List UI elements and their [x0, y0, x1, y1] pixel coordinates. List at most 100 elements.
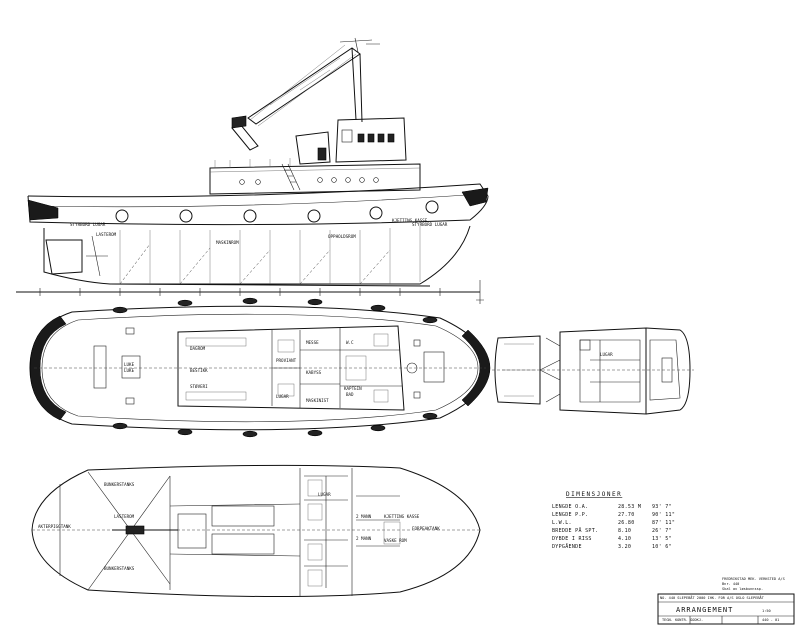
- porthole: [317, 177, 323, 183]
- tyre: [370, 304, 386, 312]
- frame-diagonals: [119, 243, 391, 285]
- hold-plan-view: AKTERPIGGTANK BUNKERSTANKS LASTEROM BUNK…: [31, 464, 481, 598]
- dimensions-title: DIMENSJONER: [566, 491, 622, 498]
- title-block-signatures: TEGN. KONTR. GODKJ.: [662, 618, 703, 622]
- bulkheads: [169, 468, 353, 596]
- title-block-drawn-line: NO. 440 SLEPEBÅT 2000 IHK. FOR A/S OSLO …: [660, 595, 765, 600]
- dimensions-table: DIMENSJONER LENGDE O.A. 28.53 M 93' 7" L…: [552, 491, 675, 550]
- window: [357, 133, 365, 143]
- cabin-partitions: [304, 475, 400, 588]
- bridge-plan-view: LUGAR: [492, 327, 694, 415]
- hold-cabins: [304, 475, 401, 588]
- label-akterpiggtank: AKTERPIGGTANK: [38, 524, 71, 529]
- bunk: [185, 391, 247, 401]
- tyre: [115, 209, 129, 223]
- hull-side: [27, 195, 489, 226]
- bow-fender-plan: [461, 329, 491, 407]
- bitt: [413, 391, 421, 399]
- bunk: [307, 479, 323, 497]
- tyre: [242, 297, 258, 305]
- label-maskinrom: MASKINROM: [216, 240, 239, 245]
- dimension-row: LENGDE O.A. 28.53 M 93' 7": [552, 504, 672, 510]
- frame-ticks: [39, 288, 441, 296]
- bridge-front: [645, 327, 691, 415]
- tyre: [422, 412, 438, 420]
- mast-post: [351, 47, 363, 123]
- wc-unit: [373, 333, 389, 347]
- bridge-inner-front: [649, 339, 681, 401]
- mast-top: [339, 37, 380, 53]
- label-styrbord-aft: STYRBORD LUGAR: [70, 222, 106, 227]
- deckhouse-portholes: [239, 177, 379, 185]
- derrick-boom: [231, 123, 259, 151]
- dimension-label: LENGDE O.A.: [552, 504, 588, 510]
- title-block: NO. 440 SLEPEBÅT 2000 IHK. FOR A/S OSLO …: [657, 593, 795, 625]
- deckhouse-plan: [177, 325, 405, 411]
- flag: [231, 115, 247, 129]
- dimension-label: BREDDE PÅ SPT.: [552, 527, 598, 534]
- dimension-imperial: 90' 11": [652, 512, 675, 518]
- bridge-outline: [559, 327, 647, 415]
- bulwark: [29, 193, 483, 208]
- bridge-wings: [539, 337, 561, 403]
- dimension-metric: 4.10: [618, 536, 631, 542]
- label-styrbord: STYRBORD LUGAR: [412, 222, 448, 227]
- tyre: [370, 424, 386, 432]
- porthole: [359, 177, 365, 183]
- dimension-imperial: 26' 7": [652, 528, 672, 534]
- label-bunkerstanks-lower: BUNKERSTANKS: [104, 566, 135, 571]
- label-lugar-plan: LUGAR: [318, 492, 331, 497]
- funnel-plan: [494, 335, 541, 405]
- label-proviant: PROVIANT: [276, 358, 297, 363]
- funnel: [295, 131, 331, 165]
- bridge-console: [579, 339, 591, 351]
- hull-sheer: [27, 183, 489, 198]
- profile-view: LASTEROM MASKINROM OPPHOLDSROM STYRBORD …: [16, 37, 489, 304]
- wheelhouse-windows: [341, 129, 395, 143]
- dimension-label: LENGDE P.P.: [552, 512, 588, 518]
- label-forpeak: FORPEAKTANK: [412, 526, 440, 531]
- label-bad: BAD: [346, 392, 354, 397]
- label-2mann-b: 2 MANN: [356, 536, 372, 541]
- label-stove: STØVERI: [190, 384, 208, 389]
- porthole: [373, 177, 379, 183]
- dimension-metric: 26.80: [618, 520, 635, 526]
- bunk: [307, 503, 323, 521]
- dimension-metric: 28.53 M: [618, 504, 641, 510]
- table: [277, 383, 295, 397]
- galley-unit: [345, 355, 367, 381]
- label-bridge-cabin: LUGAR: [600, 352, 613, 357]
- engine-block: [211, 533, 275, 555]
- label-luke: LUKE: [124, 362, 135, 367]
- bath-unit: [373, 389, 389, 403]
- tyre: [307, 298, 323, 306]
- deck-railing: [209, 158, 421, 173]
- window: [387, 133, 395, 143]
- stern-fender: [27, 199, 59, 221]
- label-kjetting-plan: KJETTING KASSE: [384, 514, 420, 519]
- label-lasterom-plan: LASTEROM: [114, 514, 135, 519]
- deck-inner: [41, 313, 479, 423]
- dimension-imperial: 10' 6": [652, 544, 672, 550]
- wheelhouse: [335, 117, 407, 163]
- fwd-capstan: [406, 362, 418, 374]
- dimension-metric: 27.70: [618, 512, 635, 518]
- label-kaptein: KAPTEIN: [344, 386, 362, 391]
- tyre: [179, 209, 193, 223]
- label-2mann: 2 MANN: [356, 514, 372, 519]
- mast-boom: [247, 47, 361, 125]
- label-bestikk: BESTIKK: [190, 368, 208, 373]
- dimension-row: DYBDE I RISS 4.10 13' 5": [552, 536, 672, 542]
- label-vaskerom: VASKE ROM: [384, 538, 407, 543]
- stamp-line-3: Skal av løsbunnssp.: [722, 587, 763, 591]
- label-oppholdsrom: OPPHOLDSROM: [328, 234, 356, 239]
- dimension-label: DYBDE I RISS: [552, 536, 592, 542]
- dimension-row: DYPGÅENDE 3.20 10' 6": [552, 543, 672, 550]
- hold-outline: [31, 464, 481, 598]
- label-dagrom: DAGROM: [190, 346, 206, 351]
- window: [377, 133, 385, 143]
- dimension-row: L.W.L. 26.80 87' 11": [552, 520, 675, 526]
- deck-plan-view: DAGROM PROVIANT MESSE KABYSS BESTIKK STØ…: [29, 297, 491, 438]
- engine-block: [211, 505, 275, 527]
- aft-peak-diagonals: [59, 471, 171, 591]
